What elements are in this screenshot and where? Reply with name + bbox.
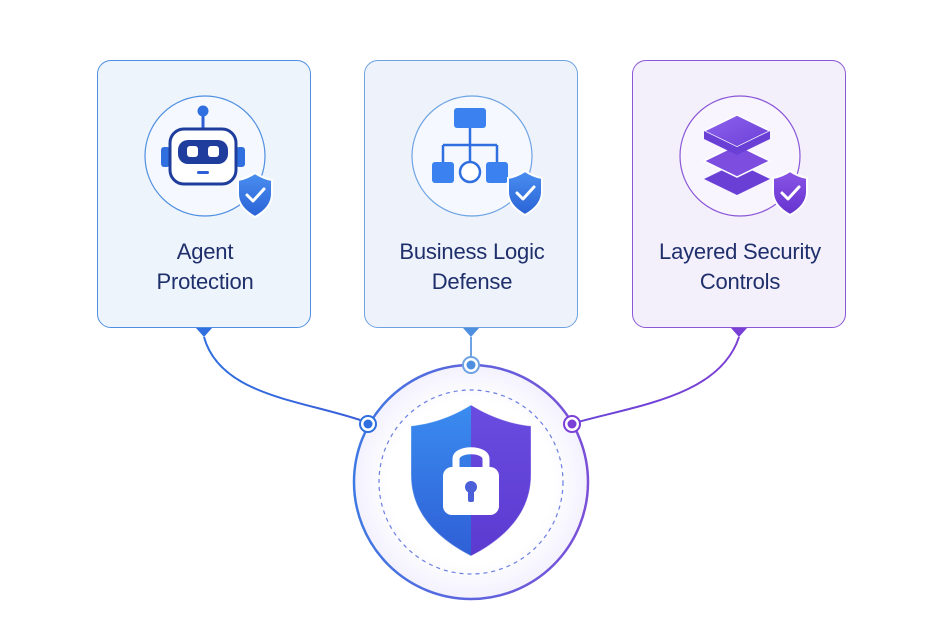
card-label-line: Controls bbox=[699, 269, 781, 294]
card-layered-security-controls: Layered Security Controls bbox=[632, 60, 846, 328]
hub-dashed-ring bbox=[378, 389, 564, 575]
card-label-line: Defense bbox=[431, 269, 513, 294]
card-label-line: Layered Security bbox=[659, 239, 821, 264]
card-label-line: Protection bbox=[156, 269, 254, 294]
hub-node-top bbox=[462, 356, 480, 374]
flowchart-shield-icon bbox=[411, 95, 543, 217]
layers-shield-icon bbox=[679, 95, 808, 217]
card-business-logic-defense: Business Logic Defense bbox=[364, 60, 578, 328]
card-label-business: Business Logic Defense bbox=[365, 237, 579, 297]
card-agent-protection: Agent Protection bbox=[97, 60, 311, 328]
robot-shield-icon bbox=[144, 95, 273, 219]
card-label-line: Agent bbox=[176, 239, 234, 264]
card-label-agent: Agent Protection bbox=[98, 237, 312, 297]
shield-lock-icon bbox=[410, 404, 532, 557]
card-label-layered: Layered Security Controls bbox=[633, 237, 847, 297]
card-label-line: Business Logic bbox=[399, 239, 545, 264]
hub-node-right bbox=[563, 415, 581, 433]
hub-node-left bbox=[359, 415, 377, 433]
